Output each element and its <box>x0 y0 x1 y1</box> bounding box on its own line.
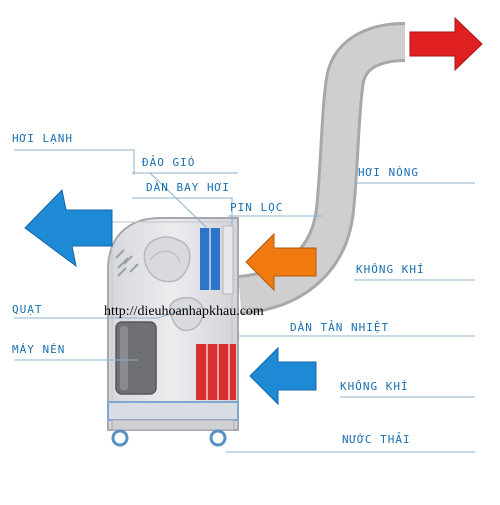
watermark-url: http://dieuhoanhapkhau.com <box>104 304 264 319</box>
lower-fan <box>169 296 204 332</box>
filter <box>222 225 234 295</box>
drain-tray <box>107 401 239 421</box>
leader-lines <box>14 149 475 453</box>
upper-fan <box>143 236 191 283</box>
label-dao-gio: ĐẢO GIÓ <box>142 156 196 169</box>
label-hoi-nong: HƠI NÓNG <box>358 166 419 179</box>
label-may-nen: MÁY NÉN <box>12 343 66 356</box>
air-intake-top-arrow <box>245 232 317 292</box>
label-khong-khi-top: KHÔNG KHÍ <box>356 263 425 276</box>
label-dan-tan-nhiet: DÀN TẢN NHIỆT <box>290 321 390 334</box>
label-khong-khi-bottom: KHÔNG KHÍ <box>340 380 409 393</box>
label-hoi-lanh: HƠI LẠNH <box>12 132 73 145</box>
label-quat: QUẠT <box>12 303 43 316</box>
label-dan-bay-hoi: DÀN BAY HƠI <box>146 181 230 194</box>
air-intake-bottom-arrow <box>249 346 317 406</box>
cold-air-output-arrow <box>24 188 113 268</box>
wheel-left <box>111 429 129 447</box>
louver <box>115 249 139 277</box>
label-pin-loc: PIN LỌC <box>230 201 284 214</box>
hot-air-exhaust-arrow <box>409 16 483 72</box>
label-nuoc-thai: NƯỚC THẢI <box>342 433 411 446</box>
wheel-right <box>209 429 227 447</box>
